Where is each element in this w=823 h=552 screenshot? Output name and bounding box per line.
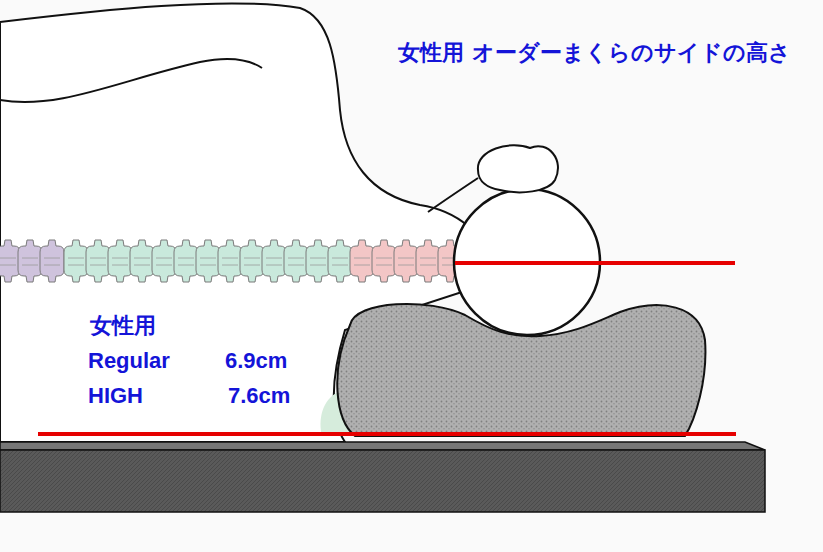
dimension: 7.6cm (228, 383, 290, 409)
mattress-top (0, 442, 765, 450)
mattress-front (0, 450, 765, 512)
size-name: Regular (88, 348, 170, 374)
reference-line (455, 261, 735, 265)
diagram-title: 女性用 オーダーまくらのサイドの高さ (398, 40, 791, 66)
dimension: 6.9cm (225, 348, 287, 374)
spine (0, 240, 462, 282)
reference-line (38, 432, 736, 436)
face (478, 145, 558, 192)
arm-line (0, 59, 262, 102)
jaw-line (428, 178, 478, 212)
size-name: HIGH (88, 383, 143, 409)
group-label: 女性用 (90, 313, 156, 339)
